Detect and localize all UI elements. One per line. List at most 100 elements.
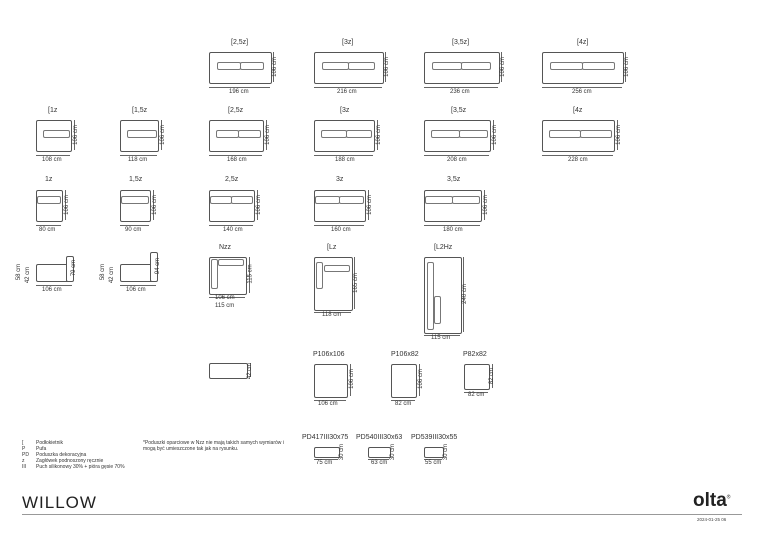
width-dim: 63 cm [371,460,388,466]
width-dim: 106 cm [126,287,146,293]
width-dim: 180 cm [443,227,463,233]
pouf-outline [314,364,348,398]
depth-dim: 30 cm [339,443,346,461]
dim-line [153,190,154,220]
dim-line [314,459,338,460]
dim-line [385,52,386,82]
label: [Lz [327,244,337,251]
width-dim: 90 cm [125,227,142,233]
cushion [121,196,149,204]
cushion [346,130,372,138]
label: 1z [45,176,53,183]
depth-dim: 106 cm [623,57,630,77]
dim-line [314,87,382,88]
dim-line [542,87,622,88]
cushion [431,130,460,138]
width-dim: 55 cm [425,460,442,466]
cushion [324,265,350,272]
pillow-outline [424,447,444,458]
cushion [217,62,241,70]
cushion [231,196,253,204]
depth-dim: 240 cm [461,284,468,304]
dim-line [266,120,267,150]
dim-line [250,363,251,377]
depth-dim: 165 cm [352,273,359,293]
label: [3z] [342,39,354,46]
dim-line [391,400,415,401]
depth-dim: 106 cm [159,125,166,145]
dim-line [273,52,274,82]
depth-dim: 106 cm [375,125,382,145]
cushion [315,196,340,204]
cushion [210,196,232,204]
width-dim: 115 cm [431,335,451,341]
height-dim: 79 cm [71,259,78,277]
width-dim: 75 cm [316,460,333,466]
dim-line [120,155,157,156]
cushion [238,130,261,138]
label: P106x82 [391,351,419,358]
depth-dim: 106 cm [417,369,424,389]
dim-line [542,155,613,156]
dim-line [36,285,72,286]
dim-line [314,155,373,156]
sofa-outline [209,190,255,222]
sofa-outline [424,190,482,222]
cushion [218,259,244,266]
backrest [66,256,74,282]
product-title: WILLOW [22,493,97,512]
dim-line [464,392,488,393]
cushion [216,130,239,138]
dim-line [617,120,618,150]
width-dim: 168 cm [227,157,247,163]
dim-line [74,120,75,150]
cushion [580,130,612,138]
width-dim: 115 cm [215,303,235,309]
height-dim: 42 cm [25,266,32,284]
dim-line [424,155,489,156]
dim-line [36,225,61,226]
cushion [434,296,441,324]
label: [1z [48,107,58,114]
cushion [322,62,349,70]
pillow-outline [314,447,340,458]
dim-line [368,190,369,220]
dim-line [463,257,464,332]
label: [1,5z [132,107,148,114]
width-dim: 160 cm [331,227,351,233]
height-dim: 42 cm [247,362,254,380]
dim-line [501,52,502,82]
width-dim: 106 cm [42,287,62,293]
dim-line [350,364,351,396]
cushion [452,196,480,204]
label: 1,5z [129,176,143,183]
depth-dim: 106 cm [271,57,278,77]
dim-line [424,459,442,460]
cushion [240,62,264,70]
dim-line [209,225,253,226]
sofa-outline [36,190,63,222]
depth-dim: 106 cm [615,125,622,145]
backrest [150,252,158,282]
pillow-outline [368,447,391,458]
width-dim: 118 cm [322,312,342,318]
dim-line [314,312,351,313]
cushion [550,62,583,70]
dim-line [424,225,480,226]
pouf-outline [464,364,490,390]
dim-line [493,120,494,150]
dim-line [161,120,162,150]
depth-dim: 106 cm [366,195,373,215]
label: P82x82 [463,351,487,358]
label: PD417III30x75 [302,434,349,441]
legend-item: [Podłokietnik [22,440,63,446]
dim-line [354,257,355,309]
label: 3z [336,176,344,183]
dim-line [314,225,364,226]
label: [4z [573,107,583,114]
dim-line [377,120,378,150]
brand-logo: olta® [693,490,731,511]
dim-line [314,400,346,401]
height-dim: 58 cm [100,263,107,281]
